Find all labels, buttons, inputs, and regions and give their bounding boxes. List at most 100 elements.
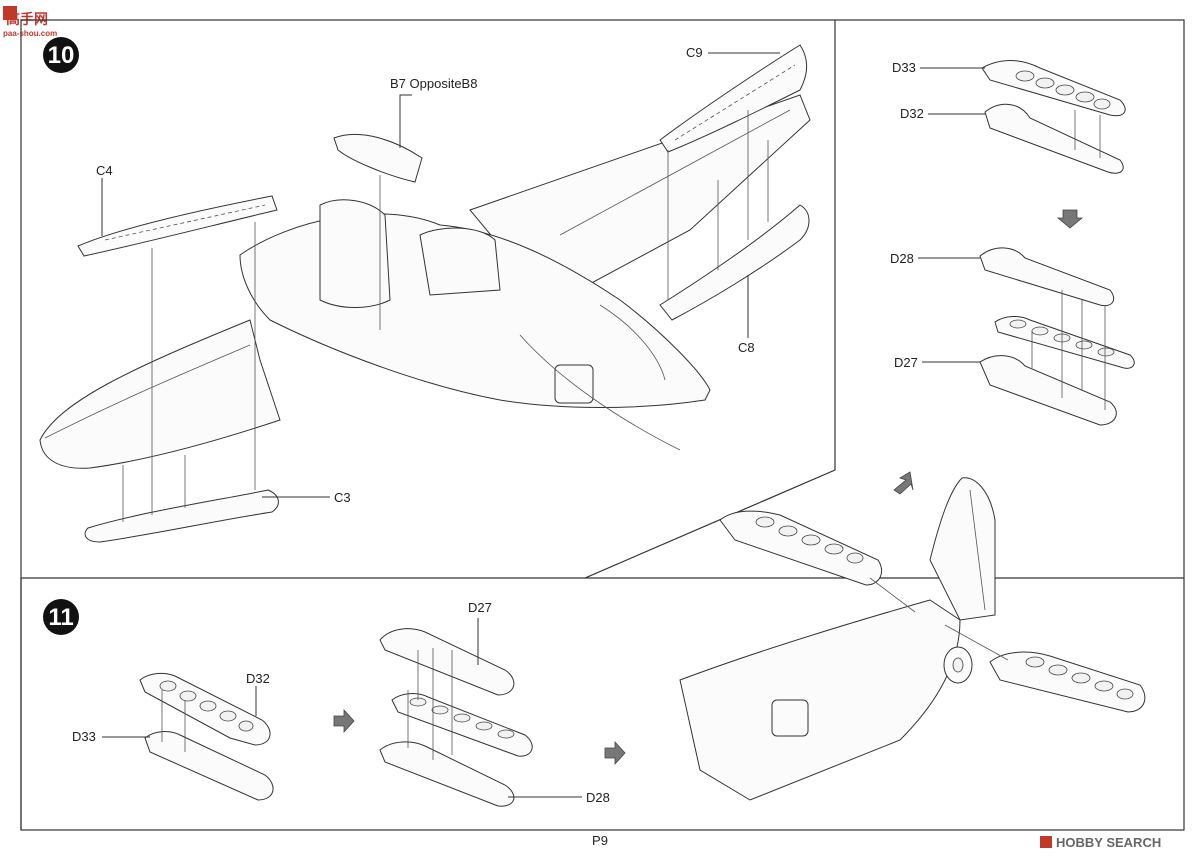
hole bbox=[475, 721, 493, 731]
hole bbox=[1025, 656, 1045, 668]
step11-d27-part bbox=[379, 628, 515, 696]
hole bbox=[179, 690, 197, 702]
far-wing-line bbox=[559, 109, 791, 236]
side-d32-part bbox=[984, 103, 1124, 174]
canopy-frame bbox=[419, 227, 501, 296]
b7-leader bbox=[399, 94, 412, 148]
step11-label-d33: D33 bbox=[72, 729, 96, 744]
step-11-number: 11 bbox=[48, 604, 73, 631]
site-watermark-bottom: HOBBY SEARCH bbox=[1040, 835, 1161, 850]
watermark-url: paa-shou.com bbox=[3, 29, 57, 38]
step-11-badge bbox=[43, 599, 79, 635]
c9-ribs bbox=[674, 64, 796, 141]
step11-rib-holes bbox=[409, 697, 515, 739]
side-d27-part bbox=[979, 355, 1117, 426]
hole bbox=[1048, 664, 1068, 676]
step10-frame bbox=[21, 20, 836, 579]
step11-d32-holes bbox=[159, 680, 254, 732]
side-d33-holes bbox=[1015, 70, 1111, 110]
c4-flap bbox=[77, 195, 278, 257]
part-c8: C8 bbox=[659, 204, 810, 355]
hole bbox=[1116, 688, 1134, 700]
part-c9: C9 bbox=[659, 44, 808, 153]
watermark-title: 高手网 bbox=[6, 11, 48, 27]
step11-label-d28: D28 bbox=[586, 790, 610, 805]
arrow-right-icon bbox=[333, 708, 355, 734]
cockpit-seat bbox=[319, 199, 391, 308]
step11-label-d32: D32 bbox=[246, 671, 270, 686]
step-10-group: 10 C4 bbox=[39, 37, 811, 543]
hole bbox=[1093, 98, 1111, 110]
c8-part bbox=[659, 204, 810, 321]
c4-ribs bbox=[104, 204, 266, 241]
hole bbox=[801, 534, 821, 546]
hole bbox=[219, 710, 237, 722]
label-c3: C3 bbox=[334, 490, 351, 505]
step-11-group: 11 D32 D33 D27 bbox=[43, 599, 626, 807]
hole bbox=[1097, 347, 1115, 357]
part-c4: C4 bbox=[77, 163, 278, 257]
step11-d33-part bbox=[144, 731, 274, 801]
left-stab-holes bbox=[755, 516, 864, 564]
watermark-logo-icon bbox=[3, 6, 17, 20]
step11-label-d27: D27 bbox=[468, 600, 492, 615]
step-10-badge bbox=[43, 37, 79, 73]
tail-wheel-hub bbox=[952, 657, 964, 673]
side-d28-part bbox=[979, 247, 1115, 307]
panel-frames bbox=[20, 19, 1185, 831]
hole bbox=[1071, 672, 1091, 684]
access-hatch bbox=[554, 364, 594, 404]
side-panel-group: D33 D32 D28 D27 bbox=[890, 60, 1135, 495]
left-stabilizer bbox=[719, 510, 882, 586]
hole bbox=[497, 729, 515, 739]
side-label-d33: D33 bbox=[892, 60, 916, 75]
hole bbox=[1009, 319, 1027, 329]
site-watermark-top: 高手网 paa-shou.com bbox=[3, 6, 57, 38]
step10-guide-lines bbox=[122, 110, 769, 522]
side-label-d27: D27 bbox=[894, 355, 918, 370]
guide-line bbox=[869, 577, 916, 613]
cowling-line bbox=[599, 304, 666, 381]
rear-access-hatch bbox=[771, 699, 809, 737]
hole bbox=[238, 720, 254, 732]
guide-line bbox=[944, 624, 1009, 661]
hole bbox=[824, 543, 844, 555]
hobby-search-logo-icon bbox=[1040, 836, 1052, 848]
c9-flap bbox=[659, 44, 808, 153]
c3-part bbox=[84, 489, 279, 543]
hole bbox=[1035, 77, 1055, 89]
step11-rib-part bbox=[391, 693, 533, 757]
left-wing-edge bbox=[44, 344, 251, 439]
outer-frame bbox=[20, 19, 1185, 831]
hole bbox=[431, 705, 449, 715]
hole bbox=[199, 700, 217, 712]
side-rib-part bbox=[994, 316, 1135, 369]
page-number: P9 bbox=[592, 833, 608, 848]
step11-d28-part bbox=[379, 741, 515, 807]
step-10-number: 10 bbox=[48, 42, 75, 69]
hole bbox=[755, 516, 775, 528]
hole bbox=[1094, 680, 1114, 692]
part-c3: C3 bbox=[84, 489, 351, 543]
fuselage-drawing bbox=[39, 94, 811, 469]
hole bbox=[1075, 91, 1095, 103]
vertical-fin bbox=[929, 477, 996, 621]
arrow-down-icon bbox=[1056, 209, 1084, 229]
side-label-d32: D32 bbox=[900, 106, 924, 121]
hole bbox=[453, 713, 471, 723]
arrow-right-icon bbox=[604, 740, 626, 766]
hole bbox=[1031, 326, 1049, 336]
tail-assembly-drawing bbox=[679, 477, 1146, 801]
fuselage-lower-line bbox=[519, 334, 681, 451]
rear-fuselage bbox=[679, 599, 961, 801]
label-c4: C4 bbox=[96, 163, 113, 178]
part-b7: B7 OppositeB8 bbox=[333, 76, 477, 183]
hole bbox=[1015, 70, 1035, 82]
hole bbox=[1075, 340, 1093, 350]
label-b7: B7 OppositeB8 bbox=[390, 76, 477, 91]
arrow-down-left-icon bbox=[893, 471, 914, 495]
hole bbox=[778, 525, 798, 537]
hole bbox=[846, 552, 864, 564]
left-wing bbox=[39, 319, 281, 469]
